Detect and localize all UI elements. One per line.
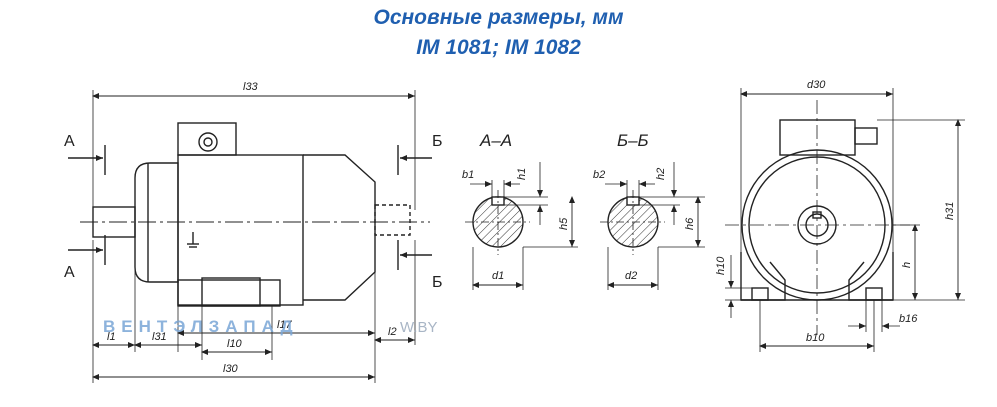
dim-b16: b16 <box>899 313 918 325</box>
dim-h1: h1 <box>516 168 528 180</box>
arrow-a-bottom-label: А <box>64 264 75 281</box>
mounting-code: IM 1081; IM 1082 <box>416 36 581 59</box>
arrow-a-top-label: А <box>64 133 75 150</box>
dim-l31: l31 <box>152 331 167 343</box>
dim-d2: d2 <box>625 270 637 282</box>
watermark-brand: ВЕНТЭЛЗАПАД <box>103 317 299 336</box>
dim-d1: d1 <box>492 270 504 282</box>
drawing-title: Основные размеры, мм <box>373 6 624 29</box>
dim-h5: h5 <box>558 217 570 230</box>
dim-h: h <box>901 262 913 268</box>
dim-h2: h2 <box>655 168 667 180</box>
dim-l30: l30 <box>223 363 239 375</box>
watermark-site: W.BY <box>400 319 438 336</box>
dim-d30: d30 <box>807 79 826 91</box>
section-b-title: Б–Б <box>617 131 649 150</box>
arrow-b-bottom-label: Б <box>432 274 443 291</box>
dim-l17: l17 <box>277 319 293 331</box>
dim-l33: l33 <box>243 81 259 93</box>
dim-h31: h31 <box>944 202 956 220</box>
section-b-shaft <box>600 190 665 255</box>
section-a-title: А–А <box>479 131 512 150</box>
dim-b2: b2 <box>593 169 605 181</box>
arrow-b-top-label: Б <box>432 133 443 150</box>
dim-b1: b1 <box>462 169 474 181</box>
dim-l10: l10 <box>227 338 243 350</box>
dim-h6: h6 <box>684 217 696 230</box>
side-view <box>92 122 411 307</box>
dim-h10: h10 <box>715 256 727 275</box>
dim-l2: l2 <box>388 326 397 338</box>
section-a-shaft <box>465 190 530 255</box>
dim-l1: l1 <box>107 331 116 343</box>
dim-b10: b10 <box>806 332 825 344</box>
